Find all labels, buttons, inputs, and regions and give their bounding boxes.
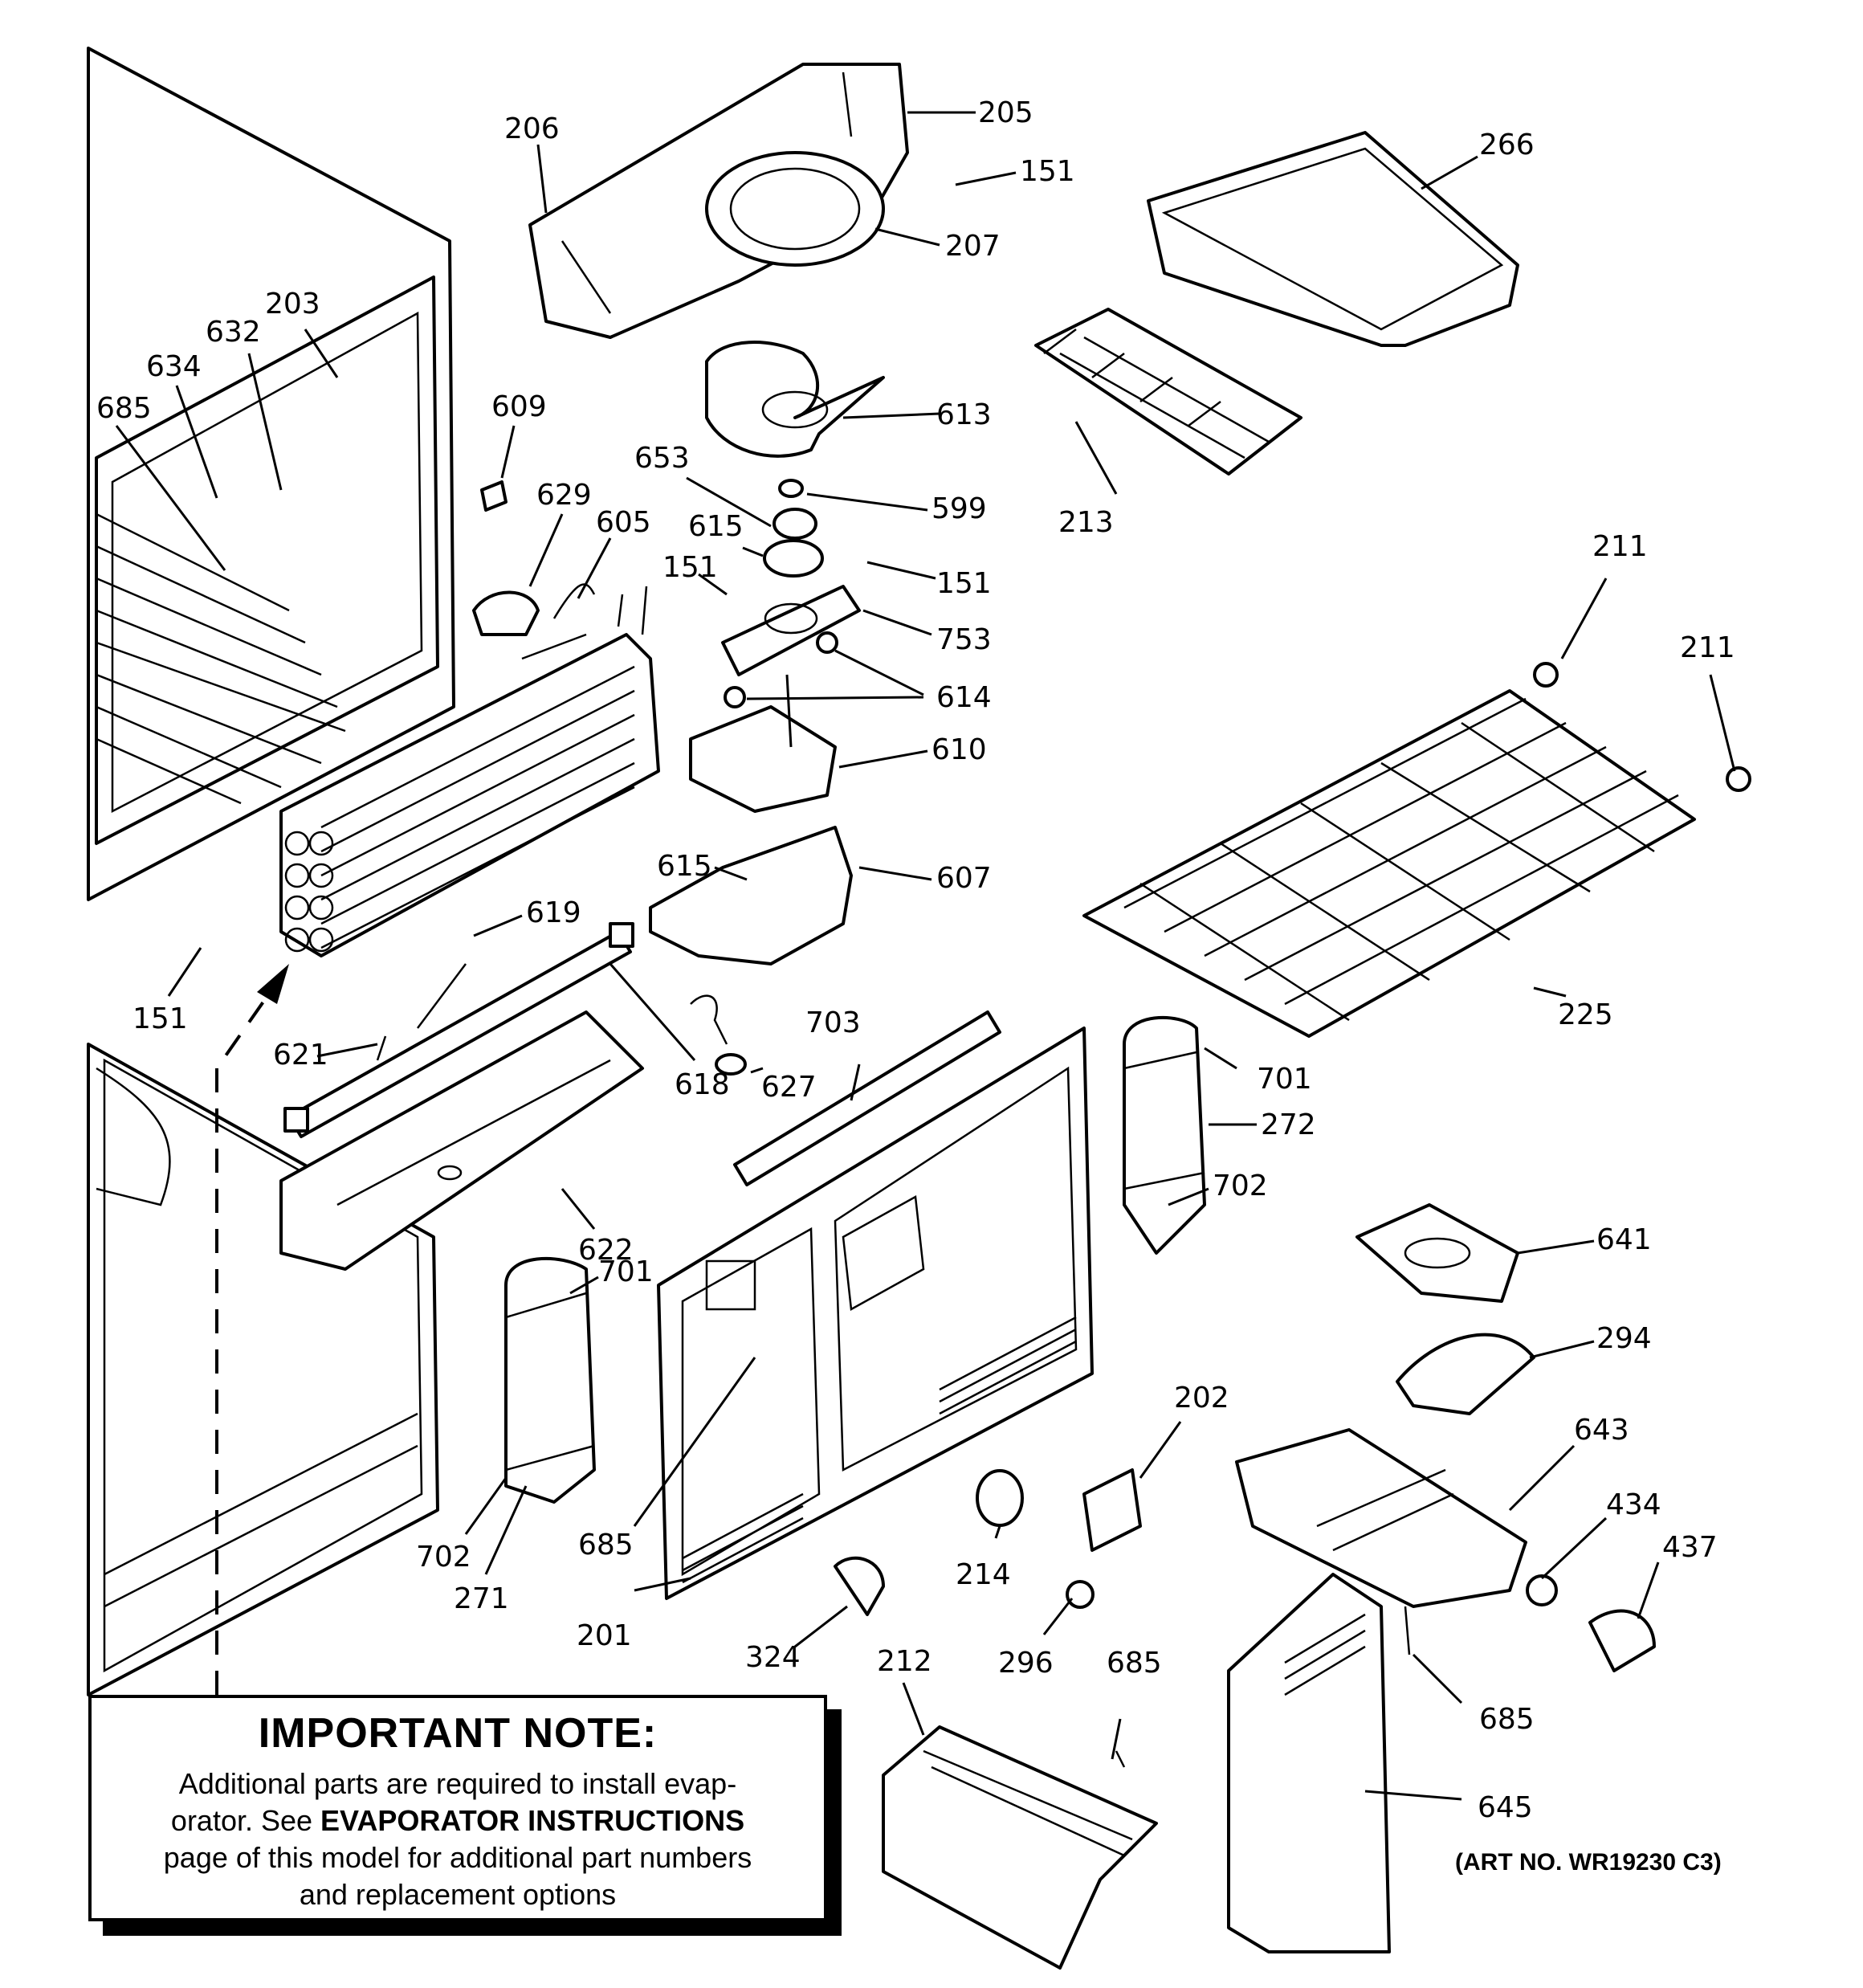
callout-685-b: 685 (578, 1529, 634, 1561)
wire-shelf-225 (1082, 662, 1751, 1038)
ice-tray-213 (1034, 308, 1302, 476)
callout-653: 653 (634, 442, 690, 475)
fan-housing-205-207 (528, 63, 909, 339)
callout-203: 203 (265, 288, 320, 320)
callout-609: 609 (491, 390, 547, 423)
callout-618: 618 (675, 1068, 730, 1101)
small-parts (834, 1468, 1158, 1970)
callout-151-c: 151 (936, 567, 992, 600)
callout-206: 206 (504, 112, 560, 145)
callout-294: 294 (1596, 1322, 1652, 1355)
callout-211-b: 211 (1680, 631, 1735, 664)
callout-151-b: 151 (662, 551, 718, 584)
seal-strip-703 (733, 1010, 1001, 1186)
duct-271 (504, 1256, 596, 1504)
callout-645: 645 (1478, 1791, 1533, 1824)
callout-324: 324 (745, 1641, 801, 1674)
callout-605: 605 (596, 506, 651, 539)
callout-271: 271 (454, 1582, 509, 1615)
callout-685-c: 685 (1107, 1647, 1162, 1680)
callout-614: 614 (936, 681, 992, 714)
callout-151: 151 (1020, 155, 1075, 188)
note-line-2-text: orator. See (170, 1804, 321, 1837)
callout-621: 621 (273, 1039, 328, 1072)
callout-685-d: 685 (1479, 1703, 1535, 1736)
note-line-4: and replacement options (299, 1878, 617, 1911)
evaporator-cover-201 (657, 1027, 1094, 1600)
callout-212: 212 (877, 1645, 932, 1678)
callout-599: 599 (932, 492, 987, 525)
dispenser-parts (1227, 1203, 1656, 1953)
callout-272: 272 (1261, 1108, 1316, 1141)
note-line-3: page of this model for additional part n… (163, 1841, 752, 1874)
callout-437: 437 (1662, 1531, 1718, 1564)
callout-202: 202 (1174, 1382, 1229, 1414)
note-body: Additional parts are required to install… (92, 1766, 824, 1913)
callout-211: 211 (1592, 530, 1648, 563)
callout-214: 214 (956, 1558, 1011, 1591)
callout-615: 615 (688, 510, 744, 543)
callout-266: 266 (1479, 129, 1535, 161)
callout-434: 434 (1606, 1488, 1661, 1521)
callout-701: 701 (1257, 1063, 1312, 1096)
defrost-thermostat-627 (690, 994, 747, 1076)
note-line-2-bold: EVAPORATOR INSTRUCTIONS (320, 1804, 745, 1837)
callout-622: 622 (578, 1234, 634, 1267)
evaporator-coil (279, 586, 660, 957)
defrost-heater (283, 922, 634, 1138)
fan-blade-613 (705, 341, 885, 458)
duct-272 (1123, 1015, 1206, 1255)
misc-clips (472, 480, 596, 660)
fan-motor-assembly (649, 479, 861, 965)
drain-pan-622 (279, 1010, 644, 1271)
callout-627: 627 (761, 1071, 817, 1104)
callout-641: 641 (1596, 1223, 1652, 1256)
callout-701-b: 701 (598, 1255, 654, 1288)
note-line-1: Additional parts are required to install… (178, 1767, 737, 1800)
note-line-2: orator. See EVAPORATOR INSTRUCTIONS (108, 1802, 808, 1839)
callout-201: 201 (577, 1619, 632, 1652)
callout-613: 613 (936, 398, 992, 431)
callout-213: 213 (1058, 506, 1114, 539)
callout-296: 296 (998, 1647, 1054, 1680)
callout-610: 610 (932, 733, 987, 766)
callout-205: 205 (978, 96, 1033, 129)
note-title: IMPORTANT NOTE: (258, 1710, 658, 1757)
callout-607: 607 (936, 862, 992, 895)
callout-151-d: 151 (132, 1002, 188, 1035)
callout-702-b: 702 (416, 1541, 471, 1574)
callout-labels: 205 206 151 266 207 203 632 634 685 609 … (96, 96, 1735, 1824)
art-number: (ART NO. WR19230 C3) (1455, 1849, 1722, 1876)
callout-615-b: 615 (657, 850, 712, 883)
callout-629: 629 (536, 479, 592, 512)
callout-207: 207 (945, 230, 1001, 263)
callout-685: 685 (96, 392, 152, 425)
leader-lines (115, 111, 1736, 1801)
callout-225: 225 (1558, 998, 1613, 1031)
important-note-box: IMPORTANT NOTE: Additional parts are req… (88, 1695, 827, 1921)
callout-702: 702 (1213, 1170, 1268, 1202)
callout-753: 753 (936, 623, 992, 656)
callout-632: 632 (206, 316, 261, 349)
callout-634: 634 (146, 350, 202, 383)
callout-703: 703 (805, 1006, 861, 1039)
callout-619: 619 (526, 896, 581, 929)
callout-643: 643 (1574, 1414, 1629, 1447)
arrow-dashed-note (215, 964, 289, 1695)
